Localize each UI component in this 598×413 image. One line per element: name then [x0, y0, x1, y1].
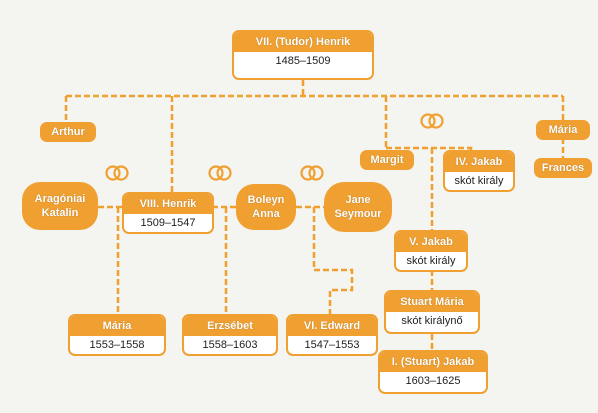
wedding-rings-icon	[105, 165, 129, 181]
jakab4-name: IV. Jakab	[445, 152, 513, 172]
boleyn-line2: Anna	[252, 208, 280, 220]
maria-daughter-years: 1553–1558	[89, 339, 145, 351]
root-name: VII. (Tudor) Henrik	[234, 32, 372, 52]
jane-node: Jane Seymour	[324, 182, 392, 232]
root-henrik7: VII. (Tudor) Henrik 1485–1509	[232, 30, 374, 80]
jakab4-node: IV. Jakab skót király	[443, 150, 515, 192]
aragoniai-line2: Katalin	[41, 207, 79, 219]
arthur-node: Arthur	[40, 122, 96, 142]
aragoniai-node: Aragóniai Katalin	[22, 182, 98, 230]
boleyn-node: Boleyn Anna	[236, 184, 296, 230]
jane-line2: Seymour	[334, 208, 382, 220]
erzsebet-node: Erzsébet 1558–1603	[182, 314, 278, 356]
edward6-node: VI. Edward 1547–1553	[286, 314, 378, 356]
edward6-years: 1547–1553	[304, 339, 360, 351]
maria-daughter-node: Mária 1553–1558	[68, 314, 166, 356]
stuart-maria-node: Stuart Mária skót királynő	[384, 290, 480, 334]
jane-line1: Jane	[345, 194, 371, 206]
jakab1-years: 1603–1625	[405, 375, 461, 387]
jakab5-name: V. Jakab	[396, 232, 466, 252]
erzsebet-name: Erzsébet	[184, 316, 276, 336]
jakab1-node: I. (Stuart) Jakab 1603–1625	[378, 350, 488, 394]
aragoniai-line1: Aragóniai	[34, 193, 86, 205]
edward-connector	[312, 207, 354, 316]
jakab1-name: I. (Stuart) Jakab	[380, 352, 486, 372]
henrik8-name: VIII. Henrik	[124, 194, 212, 214]
root-years: 1485–1509	[275, 55, 331, 67]
maria-sister-node: Mária	[536, 120, 590, 140]
jakab5-title: skót király	[406, 255, 456, 267]
maria-daughter-name: Mária	[70, 316, 164, 336]
erzsebet-years: 1558–1603	[202, 339, 258, 351]
henrik8-node: VIII. Henrik 1509–1547	[122, 192, 214, 234]
stuart-maria-name: Stuart Mária	[386, 292, 478, 312]
stuart-maria-title: skót királynő	[401, 315, 463, 327]
wedding-rings-icon	[300, 165, 324, 181]
henrik8-years: 1509–1547	[140, 217, 196, 229]
edward6-name: VI. Edward	[288, 316, 376, 336]
boleyn-line1: Boleyn	[247, 194, 285, 206]
frances-node: Frances	[534, 158, 592, 178]
wedding-rings-icon	[420, 113, 444, 129]
jakab5-node: V. Jakab skót király	[394, 230, 468, 272]
wedding-rings-icon	[208, 165, 232, 181]
jakab4-title: skót király	[454, 175, 504, 187]
margit-node: Margit	[360, 150, 414, 170]
